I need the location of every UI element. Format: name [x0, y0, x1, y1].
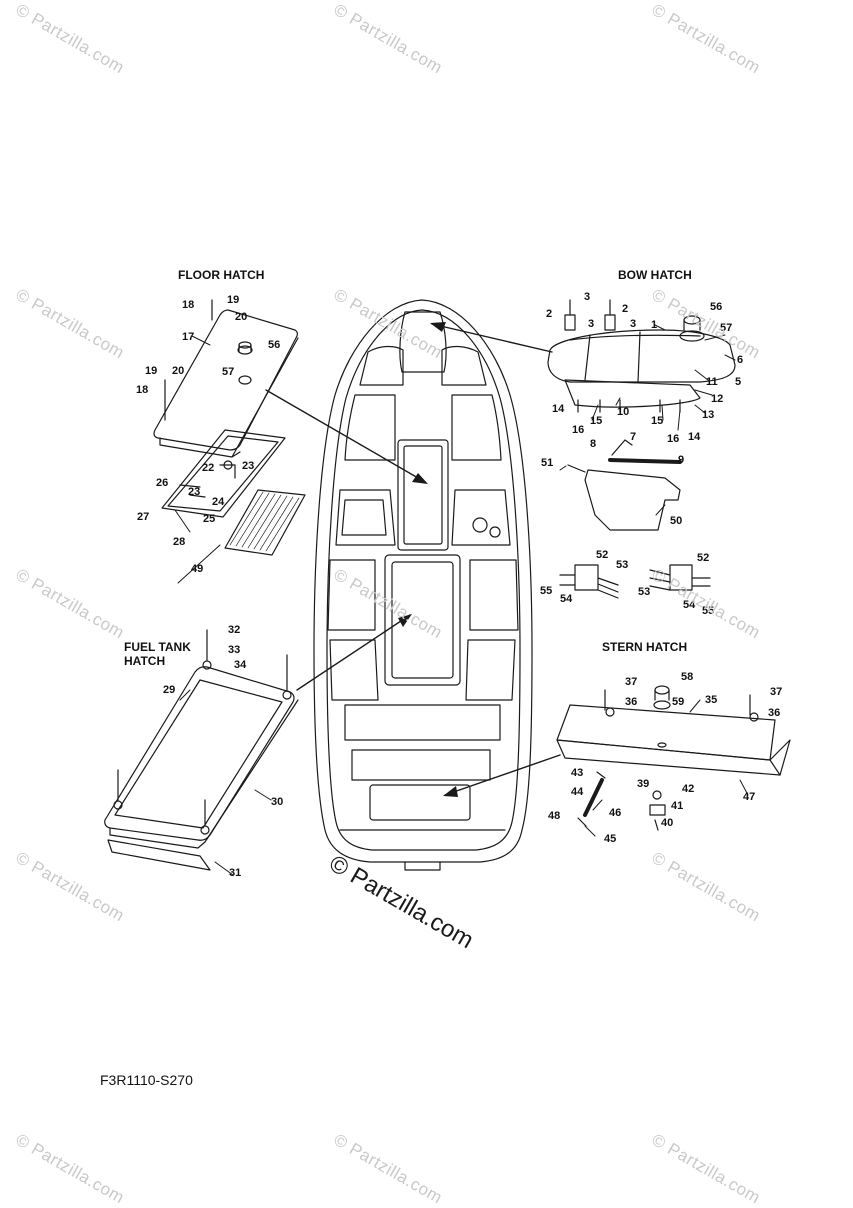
bow-hatch-title: BOW HATCH	[618, 268, 692, 282]
part-number-58: 58	[681, 671, 693, 683]
part-number-3: 3	[588, 318, 594, 330]
part-number-35: 35	[705, 694, 717, 706]
part-number-54: 54	[560, 593, 573, 605]
part-number-29: 29	[163, 684, 175, 696]
part-number-30: 30	[271, 796, 283, 808]
part-number-1: 1	[651, 319, 657, 331]
part-number-31: 31	[229, 867, 241, 879]
part-number-41: 41	[671, 800, 683, 812]
part-number-49: 49	[191, 563, 203, 575]
part-number-45: 45	[604, 833, 616, 845]
part-number-43: 43	[571, 767, 583, 779]
part-number-14: 14	[552, 403, 565, 415]
part-number-55: 55	[702, 605, 714, 617]
part-number-14: 14	[688, 431, 701, 443]
part-number-2: 2	[622, 303, 628, 315]
part-number-20: 20	[172, 365, 184, 377]
part-number-56: 56	[268, 339, 280, 351]
part-number-15: 15	[651, 415, 663, 427]
fuel-tank-hatch-title-line1: FUEL TANK	[124, 640, 191, 654]
part-number-27: 27	[137, 511, 149, 523]
part-number-59: 59	[672, 696, 684, 708]
part-number-15: 15	[590, 415, 602, 427]
leader-lines	[174, 324, 749, 876]
pointer-arrows	[265, 323, 561, 796]
part-number-17: 17	[182, 331, 194, 343]
part-number-12: 12	[711, 393, 723, 405]
fuel-tank-hatch-assembly	[104, 629, 299, 871]
part-number-50: 50	[670, 515, 682, 527]
part-number-23: 23	[188, 486, 200, 498]
part-number-56: 56	[710, 301, 722, 313]
part-number-57: 57	[222, 366, 234, 378]
part-number-33: 33	[228, 644, 240, 656]
part-number-8: 8	[590, 438, 596, 450]
part-number-34: 34	[234, 659, 247, 671]
part-number-48: 48	[548, 810, 560, 822]
part-number-24: 24	[212, 496, 225, 508]
fuel-tank-hatch-title-line2: HATCH	[124, 654, 166, 668]
part-number-18: 18	[182, 299, 194, 311]
part-number-52: 52	[596, 549, 608, 561]
part-number-9: 9	[678, 454, 684, 466]
mat-texture	[229, 491, 300, 552]
part-number-20: 20	[235, 311, 247, 323]
part-number-52: 52	[697, 552, 709, 564]
part-number-22: 22	[202, 462, 214, 474]
part-number-37: 37	[625, 676, 637, 688]
part-number-42: 42	[682, 783, 694, 795]
part-number-6: 6	[737, 354, 743, 366]
bow-hatch-assembly	[547, 299, 736, 599]
part-number-28: 28	[173, 536, 185, 548]
part-number-40: 40	[661, 817, 673, 829]
part-number-5: 5	[735, 376, 741, 388]
stern-hatch-assembly	[556, 685, 791, 831]
part-number-32: 32	[228, 624, 240, 636]
part-number-16: 16	[667, 433, 679, 445]
part-number-19: 19	[227, 294, 239, 306]
part-number-3: 3	[584, 291, 590, 303]
diagram-code: F3R1110-S270	[100, 1072, 193, 1088]
part-number-25: 25	[203, 513, 215, 525]
part-number-55: 55	[540, 585, 552, 597]
part-number-10: 10	[617, 406, 629, 418]
part-number-26: 26	[156, 477, 168, 489]
part-number-47: 47	[743, 791, 755, 803]
part-number-53: 53	[638, 586, 650, 598]
part-number-53: 53	[616, 559, 628, 571]
stern-hatch-title: STERN HATCH	[602, 640, 688, 654]
floor-hatch-assembly	[153, 299, 306, 556]
arrow-heads	[398, 322, 458, 797]
part-number-11: 11	[706, 376, 718, 388]
part-number-54: 54	[683, 599, 696, 611]
part-number-39: 39	[637, 778, 649, 790]
part-number-36: 36	[768, 707, 780, 719]
part-number-36: 36	[625, 696, 637, 708]
part-number-23: 23	[242, 460, 254, 472]
part-number-13: 13	[702, 409, 714, 421]
part-number-7: 7	[630, 431, 636, 443]
boat-hull	[313, 299, 533, 871]
part-number-51: 51	[541, 457, 553, 469]
part-number-57: 57	[720, 322, 732, 334]
part-number-3: 3	[630, 318, 636, 330]
part-number-18: 18	[136, 384, 148, 396]
part-number-19: 19	[145, 365, 157, 377]
floor-hatch-title: FLOOR HATCH	[178, 268, 265, 282]
part-number-37: 37	[770, 686, 782, 698]
part-number-44: 44	[571, 786, 584, 798]
part-number-16: 16	[572, 424, 584, 436]
part-number-2: 2	[546, 308, 552, 320]
part-number-46: 46	[609, 807, 621, 819]
